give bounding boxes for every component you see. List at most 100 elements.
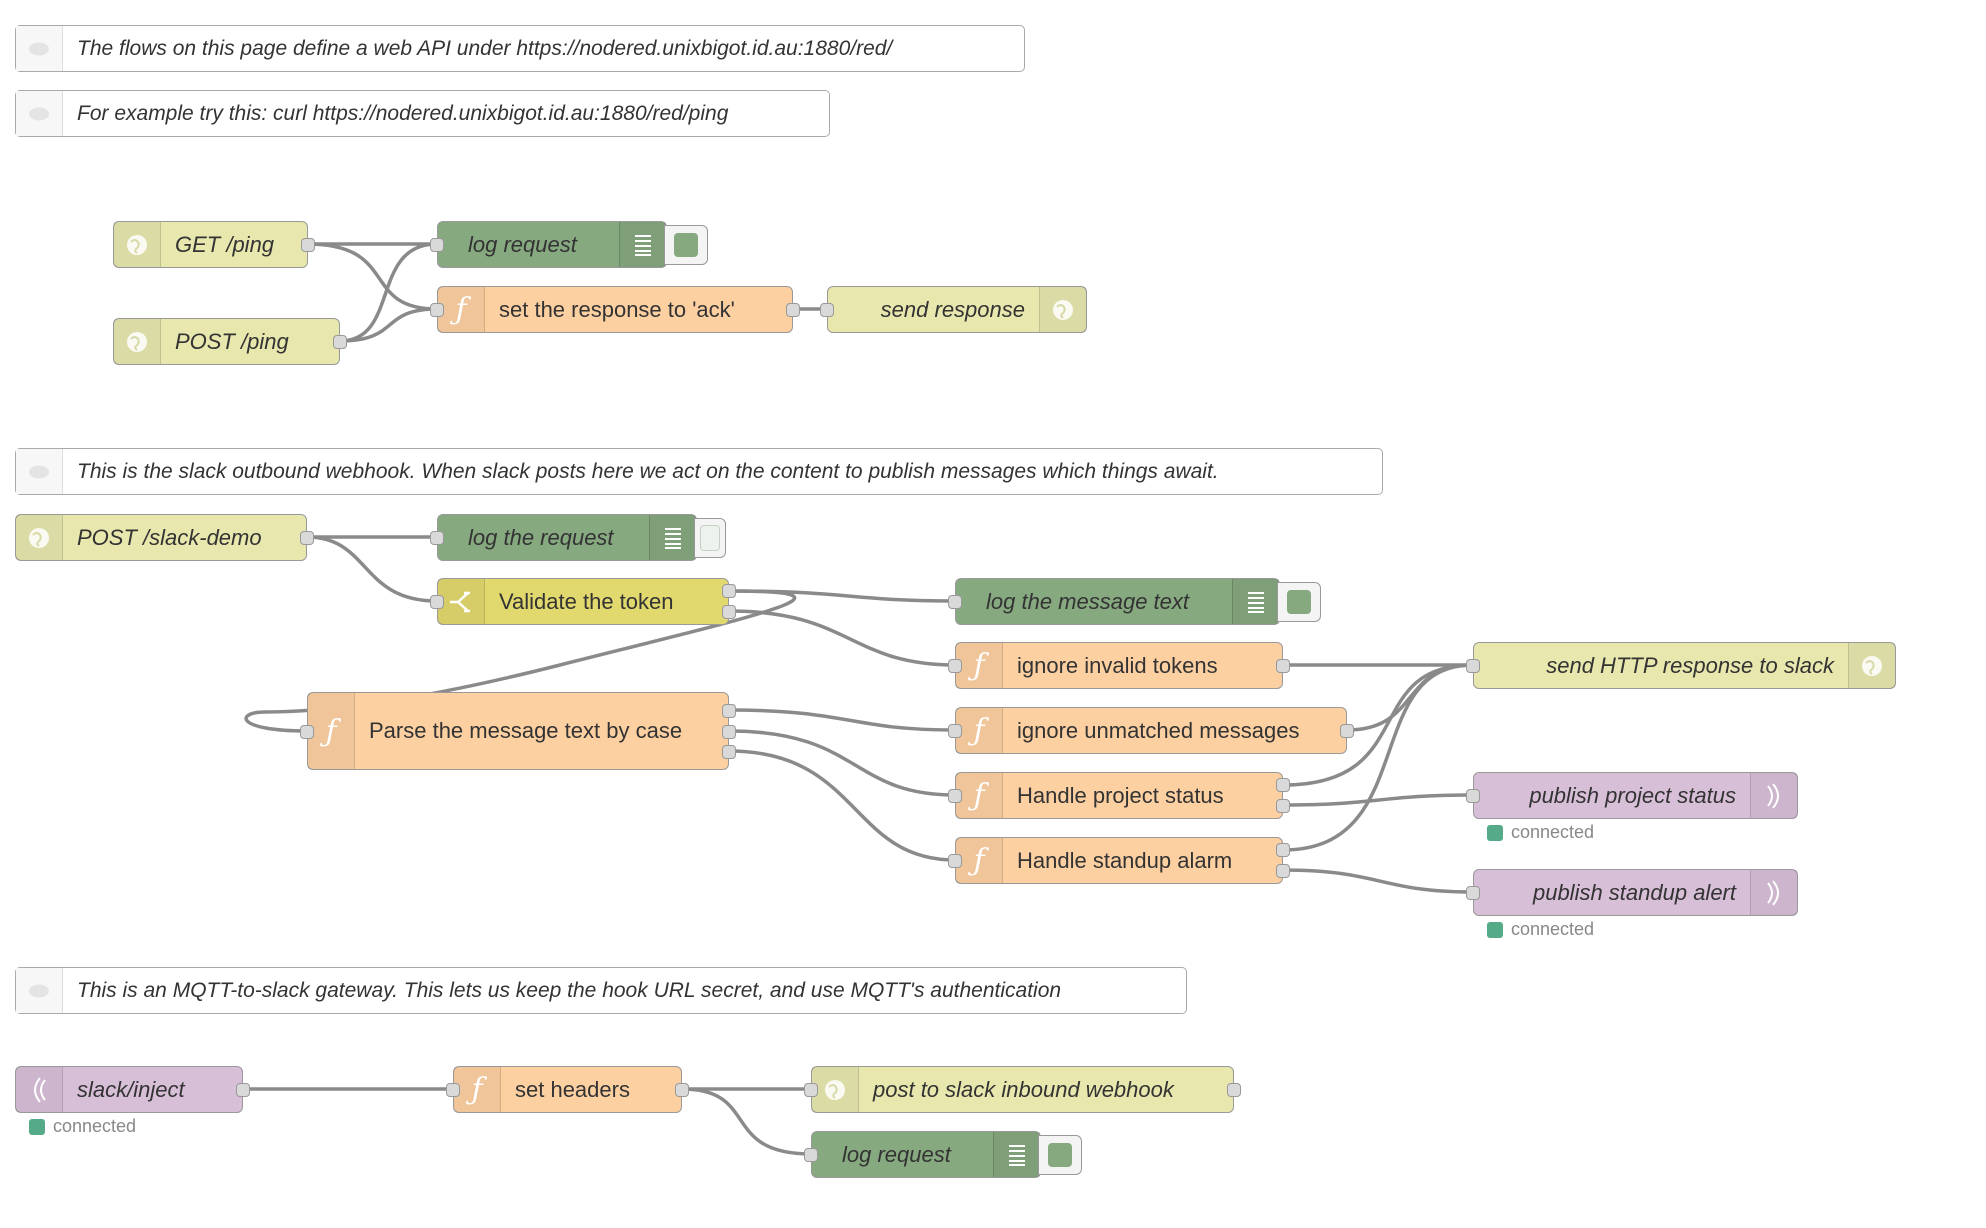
output-port[interactable] <box>722 605 736 619</box>
debug-node[interactable]: log the request <box>430 514 697 561</box>
input-port[interactable] <box>820 303 834 317</box>
input-port[interactable] <box>948 854 962 868</box>
node-label: POST /slack-demo <box>77 524 262 550</box>
comment-icon <box>16 449 63 494</box>
http-response-node[interactable]: send response <box>820 286 1087 333</box>
output-port[interactable] <box>722 704 736 718</box>
http-request-node[interactable]: post to slack inbound webhook <box>804 1066 1241 1113</box>
output-port[interactable] <box>1276 864 1290 878</box>
mqtt-icon <box>16 1067 63 1112</box>
debug-toggle-button[interactable] <box>1277 582 1321 622</box>
comment-node[interactable]: This is an MQTT-to-slack gateway. This l… <box>15 967 1187 1014</box>
function-node[interactable]: ƒ Handle project status <box>948 772 1290 819</box>
comment-icon <box>16 26 63 71</box>
node-label: ignore invalid tokens <box>1017 652 1218 678</box>
output-port[interactable] <box>1276 799 1290 813</box>
function-icon: ƒ <box>956 643 1003 688</box>
input-port[interactable] <box>446 1083 460 1097</box>
input-port[interactable] <box>948 595 962 609</box>
node-label: log request <box>842 1141 951 1167</box>
node-label: log request <box>468 231 577 257</box>
debug-node[interactable]: log request <box>430 221 667 268</box>
function-icon: ƒ <box>956 708 1003 753</box>
wire <box>306 535 438 603</box>
toggle-indicator <box>1048 1143 1072 1167</box>
comment-text: The flows on this page define a web API … <box>77 36 893 60</box>
status-dot <box>1487 824 1503 841</box>
input-port[interactable] <box>430 531 444 545</box>
comment-text: For example try this: curl https://noder… <box>77 101 729 125</box>
wire <box>1282 663 1474 852</box>
wire <box>728 749 956 862</box>
switch-node[interactable]: Validate the token <box>430 578 736 625</box>
input-port[interactable] <box>1466 789 1480 803</box>
input-port[interactable] <box>1466 886 1480 900</box>
function-node[interactable]: ƒ ignore invalid tokens <box>948 642 1290 689</box>
status-text: connected <box>1511 919 1595 939</box>
http-response-node[interactable]: send HTTP response to slack <box>1466 642 1896 689</box>
input-port[interactable] <box>430 238 444 252</box>
output-port[interactable] <box>722 725 736 739</box>
comment-node[interactable]: For example try this: curl https://noder… <box>15 90 830 137</box>
wire <box>728 589 956 603</box>
output-port[interactable] <box>786 303 800 317</box>
input-port[interactable] <box>948 724 962 738</box>
function-icon: ƒ <box>956 773 1003 818</box>
output-port[interactable] <box>1340 724 1354 738</box>
node-label: slack/inject <box>77 1076 185 1102</box>
switch-icon <box>438 579 485 624</box>
function-node[interactable]: ƒ set headers <box>446 1066 689 1113</box>
output-port[interactable] <box>722 745 736 759</box>
input-port[interactable] <box>948 789 962 803</box>
status-dot <box>29 1118 45 1135</box>
function-node[interactable]: ƒ set the response to 'ack' <box>430 286 800 333</box>
output-port[interactable] <box>1227 1083 1241 1097</box>
debug-node[interactable]: log request <box>804 1131 1041 1178</box>
comment-node[interactable]: The flows on this page define a web API … <box>15 25 1025 72</box>
http-in-node[interactable]: POST /ping <box>113 318 347 365</box>
debug-list-icon <box>1232 579 1279 624</box>
debug-toggle-button[interactable] <box>664 225 708 265</box>
toggle-indicator <box>674 233 698 257</box>
output-port[interactable] <box>1276 659 1290 673</box>
function-node[interactable]: ƒ ignore unmatched messages <box>948 707 1354 754</box>
globe-icon <box>16 515 63 560</box>
mqtt-in-node[interactable]: slack/inject <box>15 1066 250 1113</box>
output-port[interactable] <box>1276 843 1290 857</box>
output-port[interactable] <box>333 335 347 349</box>
input-port[interactable] <box>300 725 314 739</box>
globe-icon <box>114 222 161 267</box>
debug-toggle-button[interactable] <box>1038 1135 1082 1175</box>
node-label: log the message text <box>986 588 1190 614</box>
function-icon: ƒ <box>454 1067 501 1112</box>
input-port[interactable] <box>948 659 962 673</box>
input-port[interactable] <box>430 303 444 317</box>
node-label: send response <box>880 296 1025 322</box>
input-port[interactable] <box>804 1148 818 1162</box>
node-status: connected <box>1487 919 1594 940</box>
debug-node[interactable]: log the message text <box>948 578 1280 625</box>
debug-list-icon <box>619 222 666 267</box>
function-node[interactable]: ƒ Parse the message text by case <box>300 692 736 770</box>
function-node[interactable]: ƒ Handle standup alarm <box>948 837 1290 884</box>
input-port[interactable] <box>430 595 444 609</box>
output-port[interactable] <box>1276 778 1290 792</box>
debug-toggle-button[interactable] <box>694 518 726 558</box>
output-port[interactable] <box>675 1083 689 1097</box>
output-port[interactable] <box>236 1083 250 1097</box>
input-port[interactable] <box>1466 659 1480 673</box>
http-in-node[interactable]: GET /ping <box>113 221 315 268</box>
input-port[interactable] <box>804 1083 818 1097</box>
node-status: connected <box>1487 822 1594 843</box>
comment-node[interactable]: This is the slack outbound webhook. When… <box>15 448 1383 495</box>
comment-text: This is an MQTT-to-slack gateway. This l… <box>77 978 1062 1002</box>
output-port[interactable] <box>722 584 736 598</box>
output-port[interactable] <box>300 531 314 545</box>
wire <box>1282 793 1474 807</box>
mqtt-out-node[interactable]: publish standup alert <box>1466 869 1798 916</box>
mqtt-out-node[interactable]: publish project status <box>1466 772 1798 819</box>
node-label: Handle standup alarm <box>1017 847 1233 873</box>
http-in-node[interactable]: POST /slack-demo <box>15 514 314 561</box>
output-port[interactable] <box>301 238 315 252</box>
